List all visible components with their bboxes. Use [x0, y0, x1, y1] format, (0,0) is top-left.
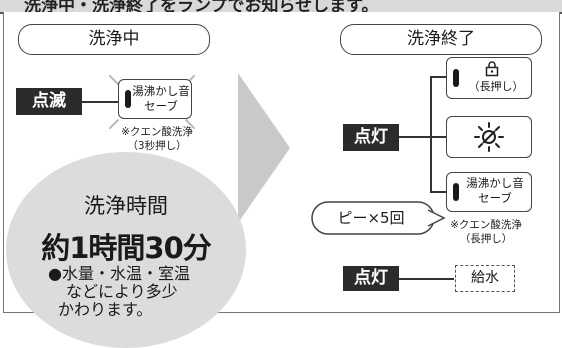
note-bullet-line2: などにより多少	[66, 282, 178, 301]
indicator-lamp	[125, 90, 131, 108]
kettle-sound-save-button[interactable]: 湯沸かし音 セーブ	[118, 79, 192, 119]
stage-label-finished: 洗浄終了	[340, 24, 542, 55]
kettle-sound-save-button-finished[interactable]: 湯沸かし音 セーブ	[446, 172, 532, 212]
button-line2: セーブ	[144, 99, 178, 113]
bracket-bottom	[430, 191, 446, 193]
on-badge: 点灯	[343, 124, 399, 151]
note-bullet-line1: ●水量・水温・室温	[48, 264, 190, 283]
water-label: 給水	[455, 265, 515, 292]
bracket-top	[430, 76, 446, 78]
progress-arrow-icon	[238, 73, 290, 223]
wash-time-title: 洗浄時間	[84, 194, 168, 218]
indicator-lamp	[453, 183, 459, 201]
note-line1: ※クエン酸洗浄	[450, 219, 522, 231]
connector-line	[82, 101, 120, 103]
lock-button[interactable]: （長押し）	[446, 57, 532, 99]
header-text: 洗浄中・洗浄終了をランプでお知らせします。	[24, 0, 379, 14]
wash-time-note: ●水量・水温・室温 などにより多少 かわります。	[48, 265, 228, 319]
water-connector	[399, 278, 454, 280]
stage-label-washing: 洗浄中	[18, 24, 210, 55]
note-line2: （長押し）	[459, 233, 513, 245]
note-bullet-line3: かわります。	[58, 300, 153, 319]
note-line1: ※クエン酸洗浄	[121, 126, 193, 138]
light-off-icon	[474, 122, 504, 152]
citric-note: ※クエン酸洗浄 （3秒押し）	[118, 125, 196, 153]
bracket-mid	[430, 136, 446, 138]
button-line2: セーブ	[478, 191, 512, 205]
water-on-badge: 点灯	[343, 266, 399, 291]
beep-bubble-text: ピー×5回	[337, 209, 405, 227]
bracket-line	[430, 76, 432, 192]
light-button[interactable]	[446, 116, 532, 158]
lock-icon	[485, 61, 499, 77]
bracket-connector	[398, 136, 430, 138]
wash-time-duration: 約1時間30分	[41, 231, 212, 265]
note-line2: （3秒押し）	[127, 140, 187, 152]
citric-note-finished: ※クエン酸洗浄 （長押し）	[438, 218, 534, 246]
beep-bubble-shape	[311, 201, 446, 235]
lock-label: （長押し）	[468, 80, 524, 93]
wash-time-circle	[6, 152, 246, 348]
button-line1: 湯沸かし音	[466, 176, 524, 190]
blink-badge: 点滅	[16, 88, 82, 115]
button-line1: 湯沸かし音	[132, 84, 190, 98]
indicator-lamp	[453, 69, 459, 87]
